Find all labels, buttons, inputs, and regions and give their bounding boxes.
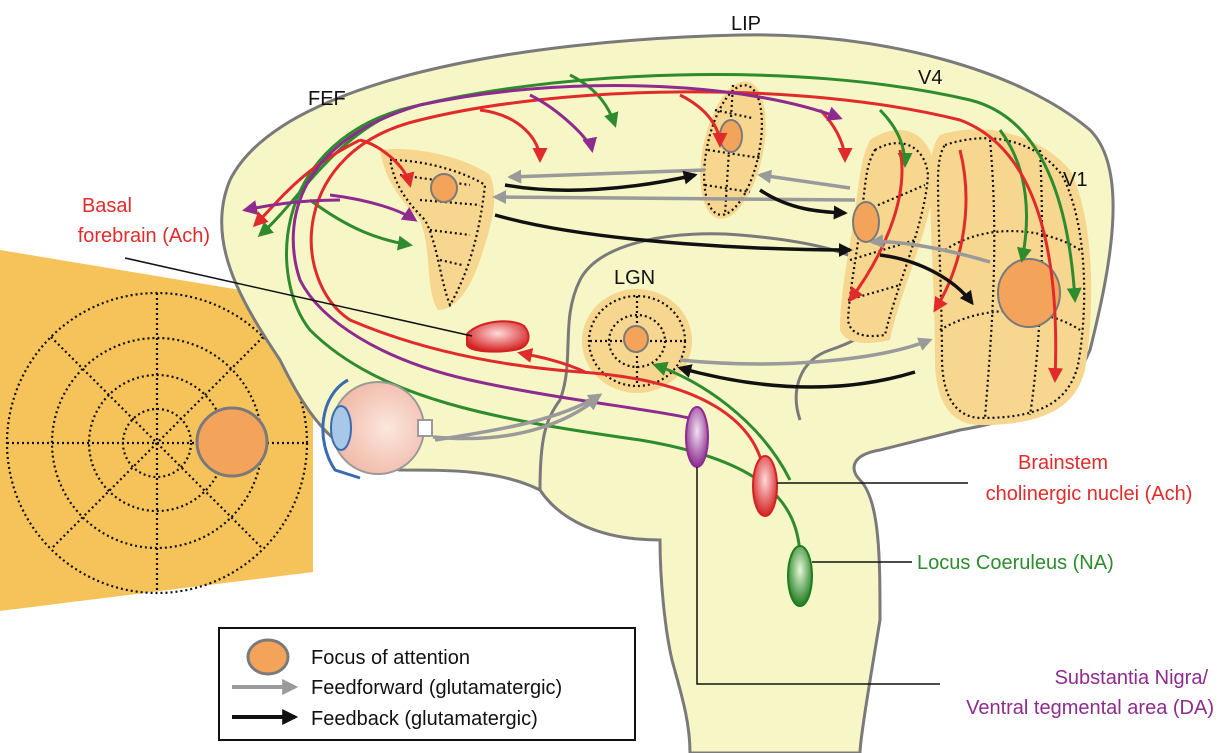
- locus-coeruleus-label: Locus Coeruleus (NA): [917, 552, 1114, 574]
- substantia-nigra-nucleus: [686, 407, 708, 467]
- substantia-nigra-label-2: Ventral tegmental area (DA): [966, 697, 1214, 719]
- brainstem-label-1: Brainstem: [1018, 452, 1108, 474]
- legend-focus-label: Focus of attention: [311, 647, 470, 669]
- v4-label: V4: [918, 67, 942, 89]
- basal-forebrain-label-1: Basal: [82, 195, 132, 217]
- locus-coeruleus-nucleus: [788, 546, 812, 606]
- lgn-focus: [624, 326, 648, 352]
- lgn-area: [582, 289, 692, 393]
- brainstem-label-2: cholinergic nuclei (Ach): [986, 483, 1193, 505]
- visual-field-focus: [197, 408, 267, 476]
- basal-forebrain-label-2: forebrain (Ach): [78, 225, 210, 247]
- lip-focus: [720, 120, 742, 152]
- substantia-nigra-label-1: Substantia Nigra/: [1055, 667, 1209, 689]
- lip-label: LIP: [731, 13, 761, 35]
- legend-focus-swatch: [248, 640, 288, 674]
- legend-feedforward-label: Feedforward (glutamatergic): [311, 677, 562, 699]
- legend: Focus of attention Feedforward (glutamat…: [219, 628, 635, 740]
- lgn-label: LGN: [614, 267, 655, 289]
- legend-feedback-label: Feedback (glutamatergic): [311, 708, 538, 730]
- brainstem-cholinergic-nucleus: [753, 456, 777, 516]
- v4-focus: [853, 202, 879, 242]
- v1-label: V1: [1063, 169, 1087, 191]
- fef-label: FEF: [308, 88, 346, 110]
- fef-focus: [431, 174, 457, 202]
